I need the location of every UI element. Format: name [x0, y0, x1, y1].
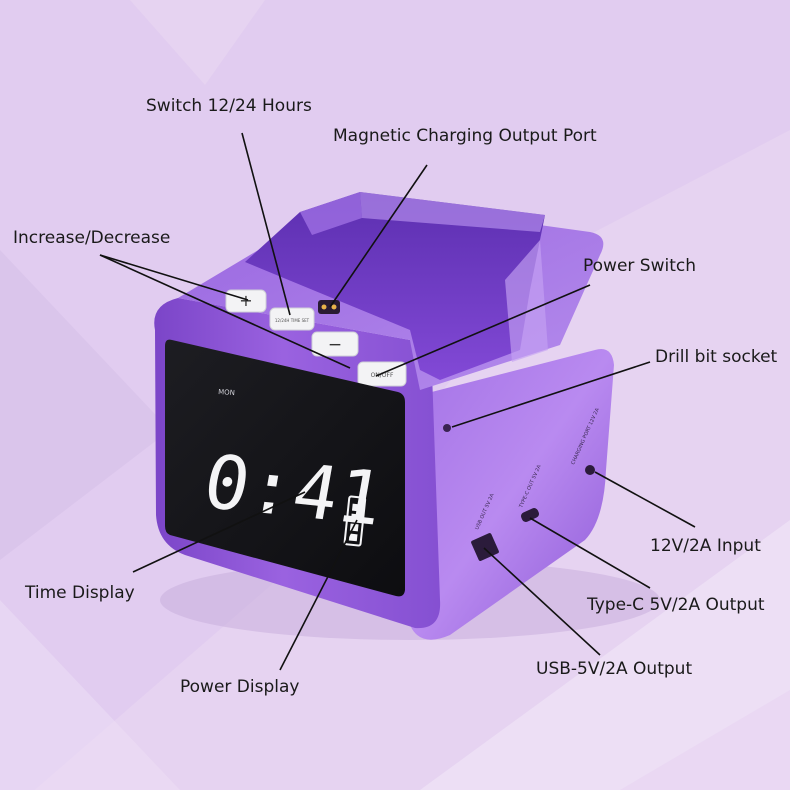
drill-bit-socket [443, 424, 451, 432]
tray-wall [300, 192, 362, 235]
leader-drill-socket [451, 361, 651, 428]
leader-12v-input [594, 471, 696, 528]
label-typec-output: Type-C 5V/2A Output [587, 595, 765, 615]
minus-button[interactable] [311, 331, 359, 357]
usb-port [471, 533, 499, 561]
plus-button-label: + [239, 291, 252, 310]
label-time-display: Time Display [25, 583, 135, 603]
label-magnetic-port: Magnetic Charging Output Port [333, 126, 597, 146]
leader-time-display [132, 491, 306, 573]
leader-typec-output [529, 517, 651, 589]
magnetic-pin [321, 304, 327, 310]
typec-port [521, 508, 539, 522]
label-power-display: Power Display [180, 677, 300, 697]
leader-increase [99, 254, 351, 369]
leader-power-switch [375, 284, 591, 377]
tray-back-wall [360, 192, 545, 232]
minus-button-label: − [328, 335, 342, 355]
dc-input-port [585, 465, 595, 475]
leader-power-display [279, 519, 358, 671]
leader-decrease [99, 254, 249, 301]
label-increase-decrease: Increase/Decrease [13, 228, 171, 248]
magnetic-port [318, 300, 340, 314]
plus-button[interactable] [225, 289, 267, 313]
mode-button-label: 12/24H TIME SET [275, 318, 310, 323]
device-side-face [410, 349, 614, 640]
label-switch-hours: Switch 12/24 Hours [146, 96, 312, 116]
leader-usb-output [483, 547, 601, 656]
charging-tray [245, 192, 545, 380]
label-12v-input: 12V/2A Input [650, 536, 761, 556]
leader-magnetic-port [329, 164, 428, 308]
tray-pillar [505, 240, 548, 362]
label-power-switch: Power Switch [583, 256, 697, 276]
leader-switch-hours [241, 132, 291, 316]
mode-button[interactable] [269, 307, 315, 331]
onoff-button-label: ON/OFF [371, 372, 394, 379]
label-drill-socket: Drill bit socket [655, 347, 778, 367]
day-indicator: MON [218, 388, 235, 397]
magnetic-pin [331, 304, 337, 310]
label-usb-output: USB-5V/2A Output [536, 659, 693, 679]
